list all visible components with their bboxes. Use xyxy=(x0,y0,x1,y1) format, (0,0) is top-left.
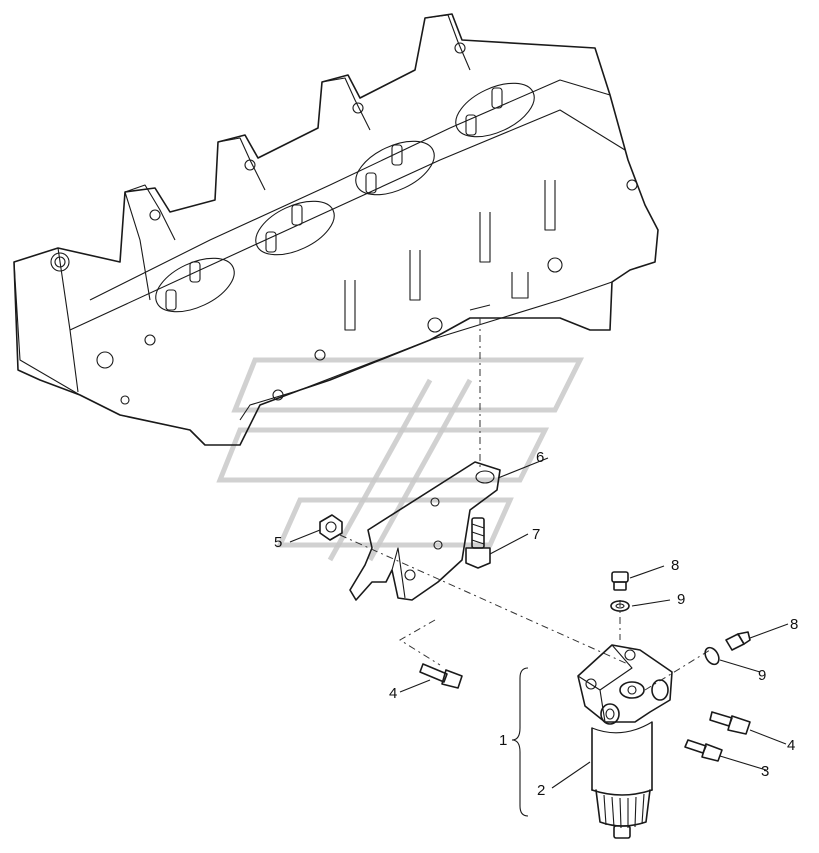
assembly-guide-lines xyxy=(339,318,711,691)
callout-4-left: 4 xyxy=(389,685,397,702)
callout-4-right: 4 xyxy=(787,737,795,754)
washer-part-9-side xyxy=(704,646,720,666)
nut-part-5 xyxy=(319,514,343,541)
plug-part-8-side xyxy=(725,631,751,651)
group-brace xyxy=(511,667,529,817)
washer-part-9-top xyxy=(610,600,630,612)
leader-lines xyxy=(289,457,789,789)
bolt-part-4-right xyxy=(709,711,751,735)
callout-1: 1 xyxy=(499,732,507,749)
callout-6: 6 xyxy=(536,449,544,466)
callout-7: 7 xyxy=(532,526,540,543)
callout-5: 5 xyxy=(274,534,282,551)
bolt-part-4-left xyxy=(419,663,463,689)
callout-labels: 6 5 7 8 9 8 9 4 1 4 3 2 xyxy=(274,449,798,799)
cylinder-head xyxy=(13,13,659,446)
watermark-emblem xyxy=(216,357,585,562)
plug-part-8-top xyxy=(611,571,629,591)
bolt-part-3 xyxy=(684,739,723,762)
callout-3: 3 xyxy=(761,763,769,780)
callout-8-top: 8 xyxy=(671,557,679,574)
bolt-part-7 xyxy=(465,517,491,569)
fuel-filter-assembly xyxy=(577,644,673,839)
callout-9-side: 9 xyxy=(758,667,766,684)
callout-9-top: 9 xyxy=(677,591,685,608)
bracket-part-6 xyxy=(349,461,501,601)
callout-2: 2 xyxy=(537,782,545,799)
callout-8-side: 8 xyxy=(790,616,798,633)
